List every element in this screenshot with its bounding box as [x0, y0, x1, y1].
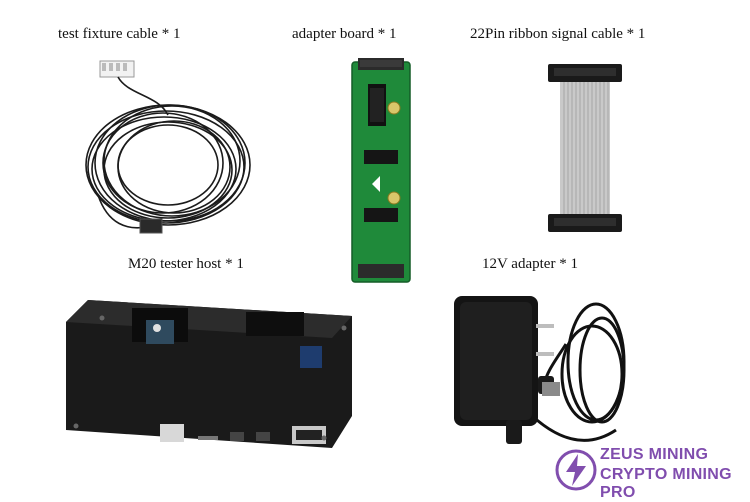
ribbon-cable-image	[548, 64, 622, 232]
adapter-board-image	[351, 58, 411, 283]
watermark-line2: CRYPTO MINING PRO	[600, 466, 732, 501]
tester-host-image	[66, 300, 352, 448]
watermark: ZEUS MINING CRYPTO MINING PRO	[552, 444, 748, 501]
label-power-adapter: 12V adapter * 1	[482, 256, 578, 272]
power-adapter-image	[454, 296, 626, 444]
watermark-line1: ZEUS MINING	[600, 446, 709, 463]
label-test-fixture-cable: test fixture cable * 1	[58, 26, 181, 42]
label-adapter-board: adapter board * 1	[292, 26, 397, 42]
lightning-bolt-icon	[555, 449, 597, 491]
test-fixture-cable-image	[85, 60, 251, 234]
label-ribbon-cable: 22Pin ribbon signal cable * 1	[470, 26, 646, 42]
label-tester-host: M20 tester host * 1	[128, 256, 244, 272]
